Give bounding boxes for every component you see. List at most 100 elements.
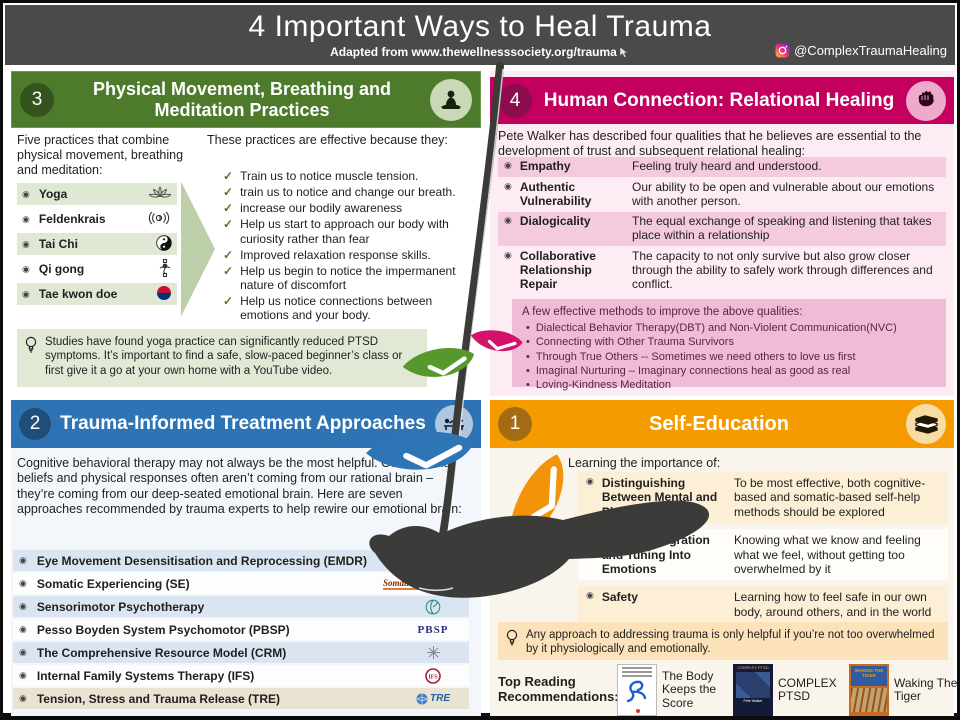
fist-icon bbox=[906, 80, 946, 121]
cursor-icon bbox=[619, 46, 629, 58]
tre-logo: TRE bbox=[403, 693, 463, 705]
section-physical-movement: 3 Physical Movement, Breathing and Medit… bbox=[11, 71, 481, 396]
section2-title: Trauma-Informed Treatment Approaches bbox=[60, 413, 426, 435]
subtitle: Adapted from www.thewellnesssociety.org/… bbox=[5, 45, 955, 59]
sensorimotor-logo bbox=[403, 599, 463, 615]
quality-row: Dialogicality The equal exchange of spea… bbox=[498, 212, 946, 246]
practice-row-yoga: Yoga bbox=[17, 183, 177, 205]
book-title: The Body Keeps the Score bbox=[662, 668, 717, 710]
taegeuk-icon bbox=[156, 285, 172, 304]
section2-number-badge: 2 bbox=[19, 408, 51, 440]
practices-intro: Five practices that combine physical mov… bbox=[17, 133, 184, 177]
book-cover bbox=[617, 664, 657, 716]
connection-intro: Pete Walker has described four qualities… bbox=[498, 129, 922, 158]
book-title: COMPLEX PTSD bbox=[778, 675, 837, 703]
emdr-logo: EMDR bbox=[403, 553, 463, 568]
book-title: Waking The Tiger bbox=[894, 675, 958, 703]
topics-table: Distinguishing Between Mental and Physic… bbox=[578, 472, 948, 629]
topic-row: Trauma Integration and Tuning Into Emoti… bbox=[578, 529, 948, 581]
approach-row-crm: The Comprehensive Resource Model (CRM) bbox=[13, 642, 469, 663]
benefits-intro: These practices are effective because th… bbox=[207, 133, 448, 147]
benefit-item: train us to notice and change our breath… bbox=[223, 185, 483, 199]
benefit-item: Improved relaxation response skills. bbox=[223, 248, 483, 262]
approach-row-sensorimotor: Sensorimotor Psychotherapy bbox=[13, 596, 469, 617]
qigong-icon bbox=[158, 258, 172, 280]
chevron-arrow bbox=[181, 181, 215, 317]
instagram-block[interactable]: @ComplexTraumaHealing bbox=[775, 43, 947, 58]
section3-header: 3 Physical Movement, Breathing and Medit… bbox=[11, 71, 481, 128]
crm-logo bbox=[403, 645, 463, 660]
treatment-intro: Cognitive behavioral therapy may not alw… bbox=[17, 456, 462, 516]
yoga-note: Studies have found yoga practice can sig… bbox=[17, 329, 427, 387]
book-body-keeps-score: The Body Keeps the Score bbox=[617, 664, 726, 716]
books-icon bbox=[906, 404, 946, 444]
methods-list: Dialectical Behavior Therapy(DBT) and No… bbox=[522, 321, 936, 392]
qualities-table: Empathy Feeling truly heard and understo… bbox=[498, 157, 946, 295]
book-cover-title: WAKING THE TIGER bbox=[851, 666, 887, 686]
section4-number-badge: 4 bbox=[498, 83, 532, 118]
benefit-item: Train us to notice muscle tension. bbox=[223, 169, 483, 183]
selfeducation-intro: Learning the importance of: bbox=[568, 456, 721, 470]
practice-row-qigong: Qi gong bbox=[17, 258, 177, 280]
approach-row-emdr: Eye Movement Desensitisation and Reproce… bbox=[13, 550, 469, 571]
practice-label: Feldenkrais bbox=[38, 212, 106, 226]
page-title: 4 Important Ways to Heal Trauma bbox=[248, 10, 712, 43]
practice-row-feldenkrais: Feldenkrais bbox=[17, 208, 177, 230]
approach-row-pbsp: Pesso Boyden System Psychomotor (PBSP) P… bbox=[13, 619, 469, 640]
lightbulb-icon bbox=[25, 336, 37, 353]
section4-header: 4 Human Connection: Relational Healing bbox=[490, 77, 954, 124]
benefit-item: Help us notice connections between emoti… bbox=[223, 294, 483, 322]
tiger-image bbox=[851, 688, 887, 712]
section-treatment-approaches: 2 Trauma-Informed Treatment Approaches C… bbox=[11, 400, 481, 716]
book-complex-ptsd: COMPLEX PTSD Pete Walker COMPLEX PTSD bbox=[733, 664, 842, 716]
topic-row: Safety Learning how to feel safe in our … bbox=[578, 586, 948, 624]
section1-title: Self-Education bbox=[648, 412, 789, 435]
methods-title: A few effective methods to improve the a… bbox=[522, 306, 803, 318]
practice-label: Tai Chi bbox=[38, 237, 78, 251]
overwhelm-note: Any approach to addressing trauma is onl… bbox=[498, 622, 948, 660]
instagram-icon bbox=[775, 43, 790, 58]
methods-box: A few effective methods to improve the a… bbox=[512, 299, 946, 391]
instagram-handle: @ComplexTraumaHealing bbox=[794, 43, 947, 58]
section3-number-badge: 3 bbox=[20, 82, 54, 117]
section2-header: 2 Trauma-Informed Treatment Approaches bbox=[11, 400, 481, 448]
section-self-education: 1 Self-Education Learning the importance… bbox=[490, 400, 957, 716]
approach-row-tre: Tension, Stress and Trauma Release (TRE)… bbox=[13, 688, 469, 709]
book-cover-author: Pete Walker bbox=[743, 699, 763, 704]
reading-recommendations: Top Reading Recommendations: The Body Ke… bbox=[498, 664, 957, 716]
practice-row-taekwondo: Tae kwon doe bbox=[17, 283, 177, 305]
approach-row-se: Somatic Experiencing (SE) SomaticExperie… bbox=[13, 573, 469, 594]
approach-row-ifs: Internal Family Systems Therapy (IFS) IF… bbox=[13, 665, 469, 686]
svg-text:EMDR: EMDR bbox=[426, 558, 440, 563]
practice-label: Yoga bbox=[38, 187, 68, 201]
quality-row: Empathy Feeling truly heard and understo… bbox=[498, 157, 946, 177]
quality-row: Authentic Vulnerability Our ability to b… bbox=[498, 178, 946, 212]
section4-title: Human Connection: Relational Healing bbox=[543, 89, 895, 111]
yoga-note-text: Studies have found yoga practice can sig… bbox=[45, 336, 403, 377]
benefit-item: increase our bodily awareness bbox=[223, 201, 483, 215]
spiral-icon bbox=[146, 211, 172, 228]
book-waking-tiger: WAKING THE TIGER Waking The Tiger bbox=[849, 664, 958, 716]
book-cover: WAKING THE TIGER bbox=[849, 664, 889, 716]
somatic-experiencing-logo: SomaticExperiencing bbox=[382, 577, 463, 590]
practice-list: Yoga Feldenkrais bbox=[17, 183, 177, 308]
method-item: Loving-Kindness Meditation bbox=[526, 378, 936, 392]
benefit-item: Help us start to approach our body with … bbox=[223, 217, 483, 245]
pbsp-logo: PBSP bbox=[417, 623, 449, 636]
quality-row: Collaborative Relationship Repair The ca… bbox=[498, 247, 946, 294]
method-item: Connecting with Other Trauma Survivors bbox=[526, 335, 936, 349]
reading-label: Top Reading Recommendations: bbox=[498, 674, 619, 704]
yin-yang-icon bbox=[156, 234, 172, 254]
lotus-icon bbox=[148, 185, 172, 203]
practice-row-taichi: Tai Chi bbox=[17, 233, 177, 255]
subtitle-link[interactable]: Adapted from www.thewellnesssociety.org/… bbox=[330, 45, 617, 59]
svg-text:IFS: IFS bbox=[428, 674, 438, 680]
method-item: Dialectical Behavior Therapy(DBT) and No… bbox=[526, 321, 936, 335]
approach-list: Eye Movement Desensitisation and Reproce… bbox=[13, 550, 469, 711]
practice-label: Tae kwon doe bbox=[38, 287, 118, 301]
book-cover-title: COMPLEX PTSD bbox=[737, 665, 769, 670]
benefit-list: Train us to notice muscle tension. train… bbox=[223, 169, 483, 325]
book-cover: COMPLEX PTSD Pete Walker bbox=[733, 664, 773, 716]
topic-row: Distinguishing Between Mental and Physic… bbox=[578, 472, 948, 524]
